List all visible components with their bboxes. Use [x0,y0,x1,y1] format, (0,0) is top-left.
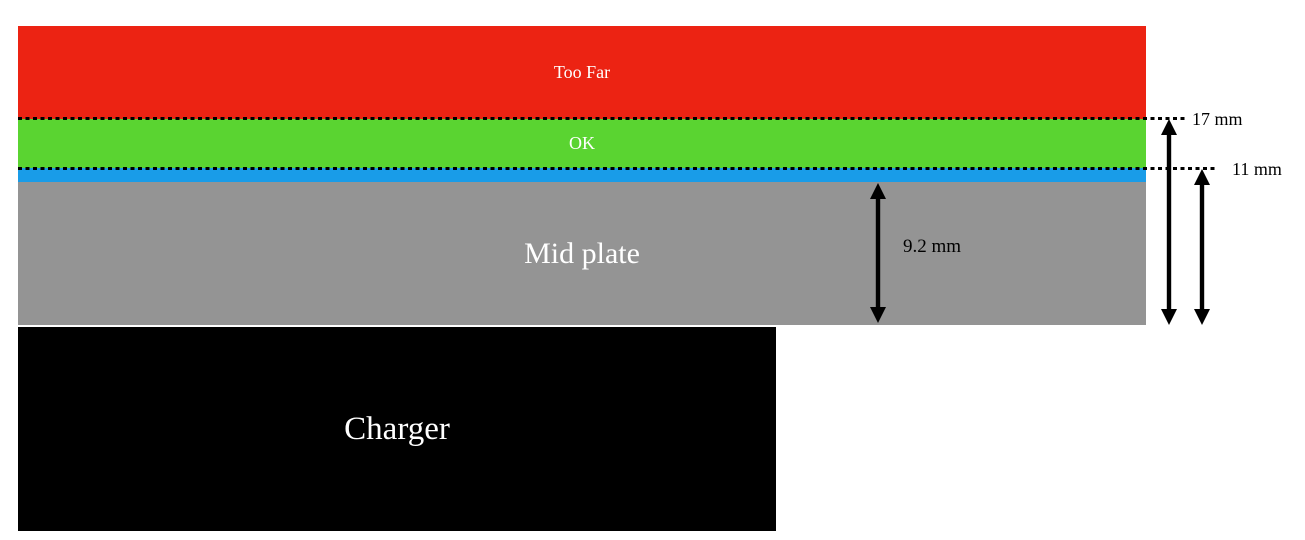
dimension-label-17mm: 17 mm [1192,109,1243,129]
zone-ok-label: OK [569,133,595,153]
charger-block: Charger [18,327,776,531]
dimension-arrow-9-2mm [870,183,886,323]
zone-mid-plate: Mid plate [18,182,1146,325]
zone-ok: OK [18,119,1146,168]
dimension-label-9-2mm: 9.2 mm [903,236,962,257]
dotted-line-11mm [18,167,1218,170]
dimension-arrow-17mm [1161,119,1177,325]
dimension-label-11mm: 11 mm [1232,159,1282,179]
charger-label: Charger [344,410,450,447]
zone-blue-strip [18,168,1146,182]
zone-too-far: Too Far [18,26,1146,119]
dimension-arrow-11mm [1194,169,1210,325]
zone-mid-plate-label: Mid plate [524,236,640,270]
zone-too-far-label: Too Far [553,62,611,82]
dotted-line-17mm [18,117,1185,120]
